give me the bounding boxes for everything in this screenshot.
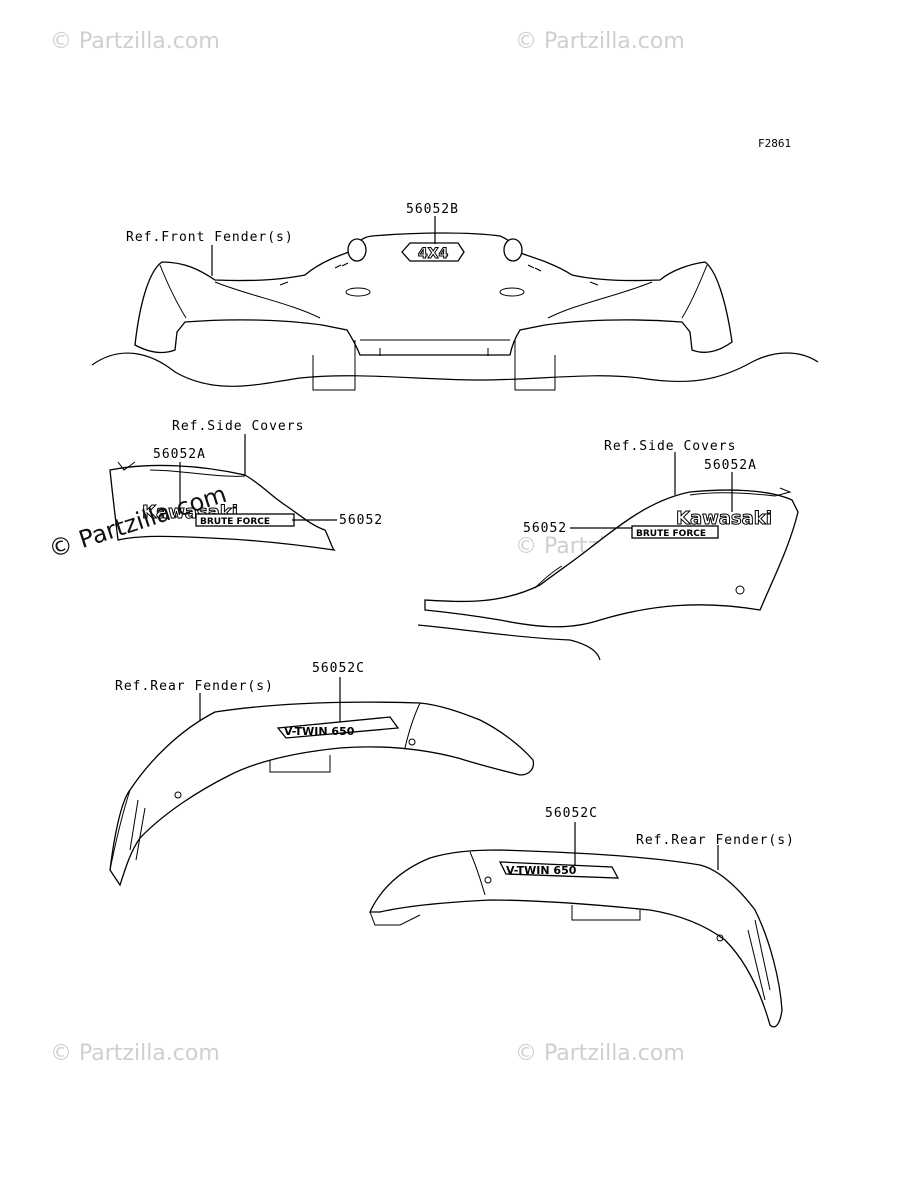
watermark: © Partzilla.com	[50, 29, 220, 54]
part-label-56052C-left[interactable]: 56052C	[312, 661, 365, 676]
brute-force-emblem-right: BRUTE FORCE	[636, 529, 706, 539]
part-label-56052-left[interactable]: 56052	[339, 513, 383, 528]
watermark: © Partzilla.com	[515, 29, 685, 54]
brute-force-emblem-left: BRUTE FORCE	[200, 517, 270, 527]
right-side-cover-ref-label[interactable]: Ref.Side Covers	[604, 439, 736, 454]
part-label-56052C-right[interactable]: 56052C	[545, 806, 598, 821]
figure-code: F2861	[758, 137, 791, 150]
four-by-four-emblem: 4X4	[418, 246, 449, 262]
watermark: © Partzilla.com	[50, 1041, 220, 1066]
kawasaki-emblem-right: Kawasaki	[676, 508, 772, 529]
right-side-cover-illustration: Kawasaki BRUTE FORCE	[417, 487, 799, 661]
rear-fender-left-illustration: V-TWIN 650	[109, 701, 535, 887]
part-label-56052B[interactable]: 56052B	[406, 202, 459, 217]
vtwin-emblem-left: V-TWIN 650	[284, 725, 355, 738]
left-side-cover-illustration: Kawasaki BRUTE FORCE	[109, 461, 336, 551]
left-side-cover-ref-label[interactable]: Ref.Side Covers	[172, 419, 304, 434]
front-fender-ref-label[interactable]: Ref.Front Fender(s)	[126, 230, 294, 245]
vtwin-emblem-right: V-TWIN 650	[506, 864, 577, 877]
part-label-56052A-right[interactable]: 56052A	[704, 458, 757, 473]
part-label-56052A-left[interactable]: 56052A	[153, 447, 206, 462]
watermark: © Partzilla.com	[515, 1041, 685, 1066]
part-label-56052-right[interactable]: 56052	[523, 521, 567, 536]
rear-fender-left-ref-label[interactable]: Ref.Rear Fender(s)	[115, 679, 274, 694]
rear-fender-right-ref-label[interactable]: Ref.Rear Fender(s)	[636, 833, 795, 848]
front-fender-illustration: 4X4	[91, 232, 819, 391]
rear-fender-right-illustration: V-TWIN 650	[368, 849, 783, 1028]
